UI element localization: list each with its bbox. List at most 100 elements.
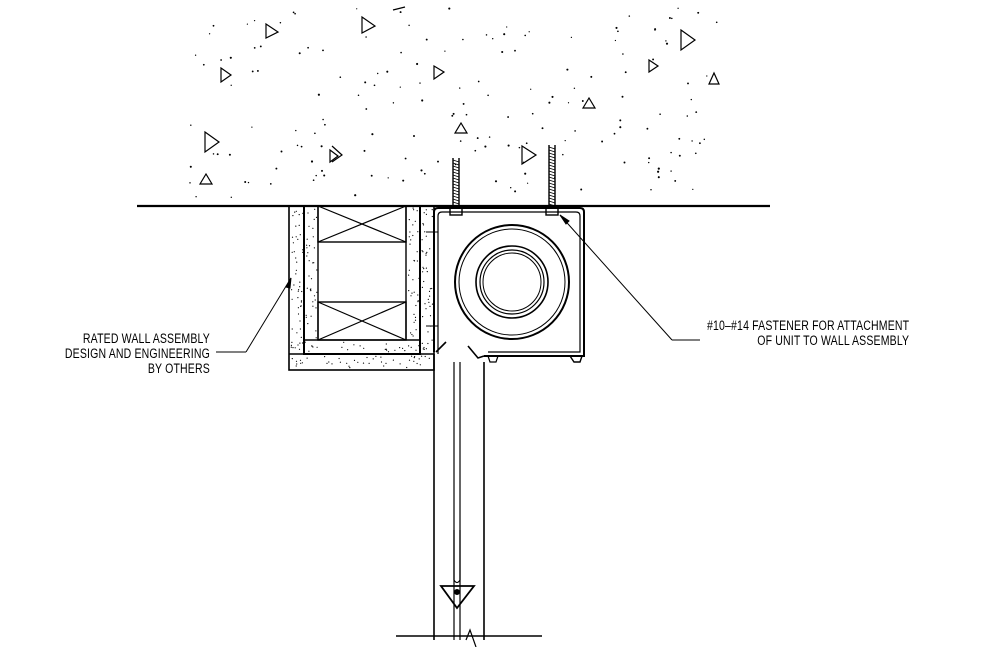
gypsum-speckle	[292, 347, 294, 349]
concrete-speckle	[322, 118, 324, 121]
gypsum-speckle	[297, 290, 299, 292]
rod-thread	[548, 194, 556, 198]
concrete-speckle	[294, 12, 296, 15]
gypsum-speckle	[328, 361, 330, 363]
gypsum-speckle	[429, 248, 431, 250]
concrete-speckle	[413, 135, 415, 137]
gypsum-speckle	[301, 290, 303, 293]
gypsum-speckle	[299, 328, 301, 330]
concrete-speckle	[392, 102, 395, 104]
gypsum-speckle	[295, 273, 297, 275]
gypsum-speckle	[324, 356, 326, 358]
gypsum-speckle	[308, 225, 310, 227]
concrete-speckle	[671, 17, 673, 20]
gypsum-speckle	[295, 365, 297, 367]
concrete-speckle	[567, 102, 570, 104]
gypsum-speckle	[424, 231, 426, 233]
gypsum-speckle	[297, 297, 299, 299]
gypsum-speckle	[416, 210, 418, 212]
gypsum-speckle	[348, 365, 350, 367]
gypsum-speckle	[414, 220, 416, 222]
rod-thread	[452, 180, 460, 184]
gypsum-speckle	[413, 357, 415, 359]
concrete-speckle	[646, 127, 649, 130]
gypsum-speckle	[312, 262, 314, 264]
concrete-speckle	[320, 169, 324, 172]
gypsum-speckle	[326, 362, 328, 364]
gypsum-speckle	[431, 339, 433, 341]
gypsum-speckle	[423, 268, 425, 270]
concrete-speckle	[615, 26, 618, 29]
concrete-speckle	[280, 150, 283, 153]
gypsum-speckle	[422, 223, 424, 225]
gypsum-speckle	[429, 288, 431, 290]
concrete-speckle	[298, 52, 301, 55]
concrete-speckle	[485, 34, 488, 36]
gypsum-speckle	[307, 323, 309, 325]
gypsum-speckle	[421, 342, 423, 344]
gypsum-speckle	[313, 295, 316, 297]
threaded-rods	[452, 145, 556, 208]
gypsum-speckle	[380, 356, 382, 358]
concrete-speckle	[622, 53, 624, 55]
concrete-speckle	[694, 152, 697, 155]
gypsum-speckle	[410, 295, 412, 297]
rod-thread	[548, 197, 556, 201]
gypsum-speckle	[411, 333, 413, 336]
concrete-speckle	[487, 94, 489, 97]
gypsum-speckle	[409, 231, 411, 233]
gypsum-speckle	[428, 301, 430, 303]
concrete-speckle	[507, 144, 510, 147]
gypsum-speckle	[331, 363, 333, 365]
gypsum-speckle	[310, 315, 312, 317]
gypsum-speckle	[412, 224, 414, 226]
rod-thread	[548, 191, 556, 195]
concrete-speckle	[259, 45, 262, 48]
gypsum-speckle	[298, 214, 300, 216]
concrete-speckle	[364, 81, 367, 84]
gypsum-speckle	[415, 304, 417, 307]
rod-thread	[548, 164, 556, 168]
gypsum-speckle	[424, 303, 426, 305]
concrete-speckle	[613, 132, 616, 135]
concrete-speckle	[462, 102, 465, 105]
gypsum-speckle	[421, 239, 423, 241]
gypsum-speckle	[343, 341, 345, 343]
gypsum-speckle	[408, 290, 410, 292]
concrete-speckle	[208, 33, 211, 35]
concrete-speckle	[444, 50, 446, 52]
gypsum-speckle	[428, 290, 431, 292]
concrete-speckle	[477, 80, 480, 83]
gypsum-speckle	[300, 336, 302, 338]
gypsum-speckle	[408, 359, 411, 361]
gypsum-speckle	[312, 227, 314, 229]
gypsum-speckle	[426, 251, 428, 253]
gypsum-speckle	[306, 238, 308, 240]
concrete-speckle	[292, 11, 295, 14]
gypsum-speckle	[413, 209, 415, 211]
gypsum-speckle	[295, 236, 297, 238]
concrete-speckle	[465, 113, 468, 116]
concrete-speckle	[677, 7, 679, 9]
concrete-speckle	[295, 129, 297, 132]
concrete-speckle	[386, 70, 389, 73]
concrete-speckle	[665, 42, 669, 45]
rod-thread	[548, 155, 556, 159]
concrete-speckle	[300, 145, 303, 148]
gypsum-speckle	[338, 357, 340, 360]
concrete-speckle	[189, 182, 191, 184]
gypsum-speckle	[408, 345, 410, 347]
concrete-speckle	[674, 179, 677, 182]
gypsum-speckle	[298, 289, 300, 291]
gypsum-speckle	[412, 279, 414, 281]
gypsum-speckle	[315, 337, 317, 339]
concrete-speckle	[573, 87, 576, 90]
concrete-speckle	[408, 24, 410, 27]
gypsum-speckle	[290, 344, 292, 346]
gypsum-speckle	[315, 330, 317, 332]
concrete-speckle	[459, 87, 461, 89]
concrete-speckle	[494, 180, 498, 183]
concrete-speckle	[425, 38, 428, 41]
gypsum-speckle	[410, 239, 412, 241]
gypsum-speckle	[315, 216, 318, 218]
